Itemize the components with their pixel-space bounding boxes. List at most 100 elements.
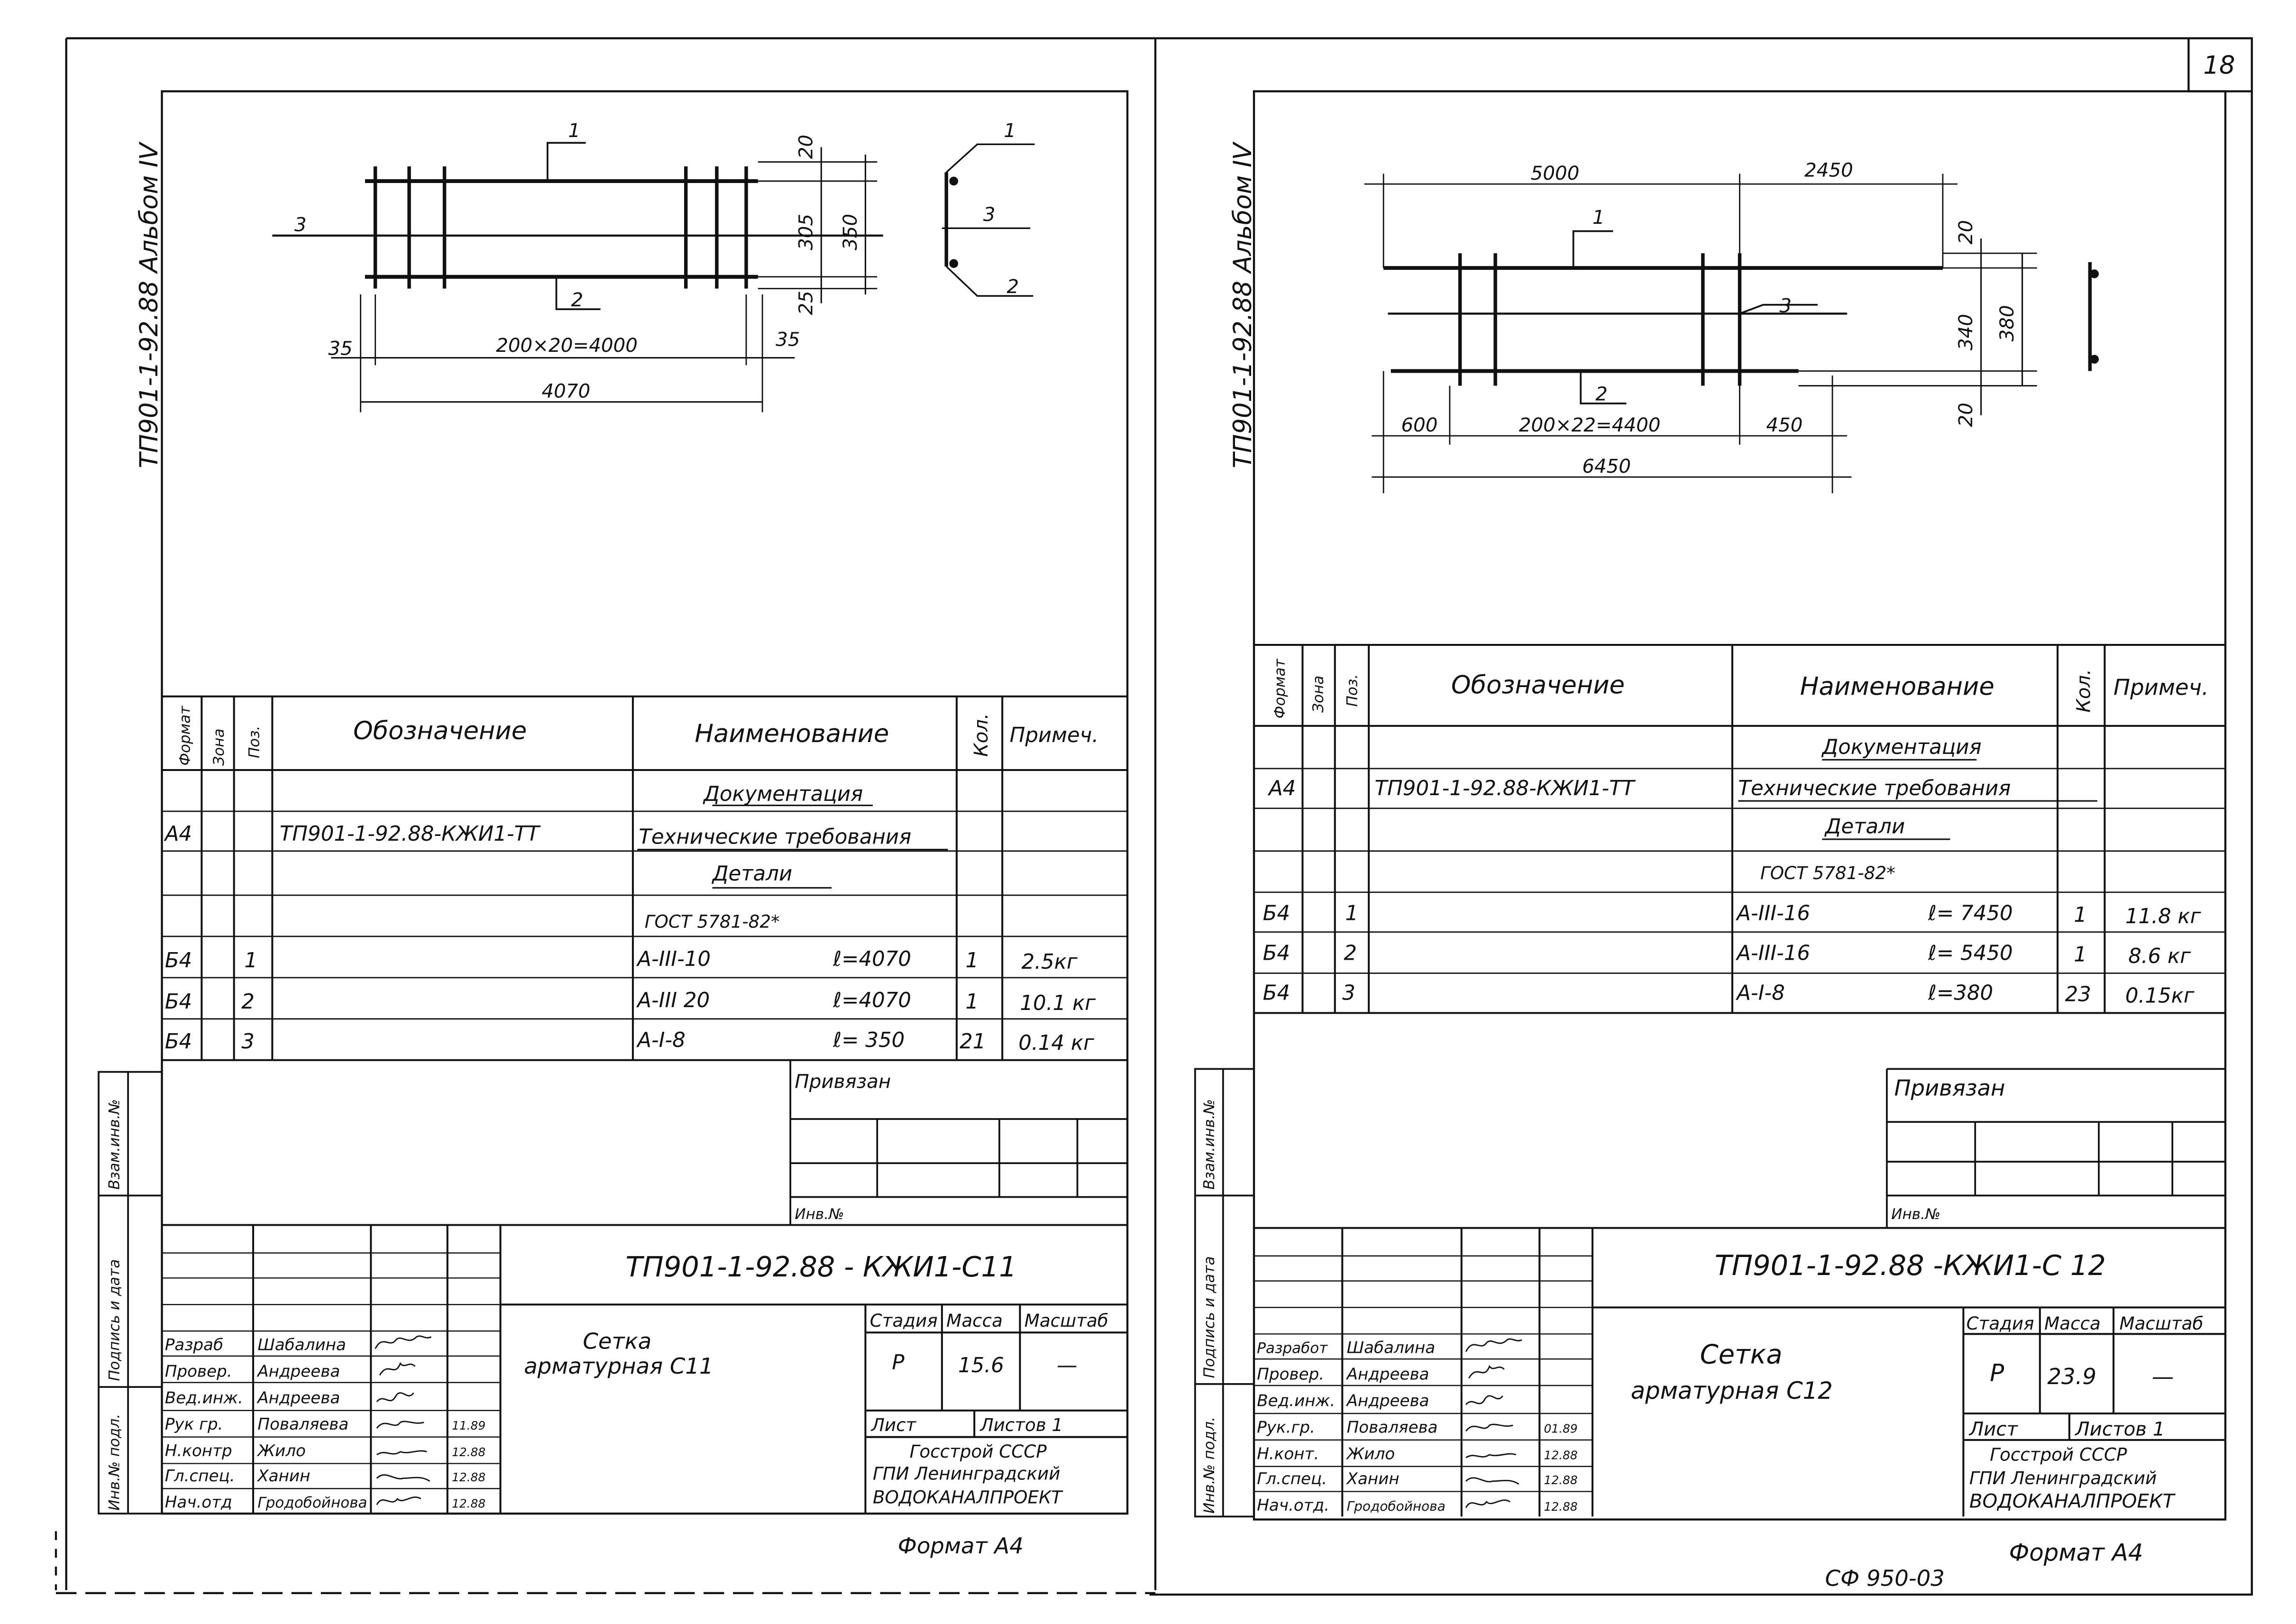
sheet-1: ТП901-1-92.88 Альбом IV bbox=[98, 119, 1128, 1559]
title-code: ТП901-1-92.88 - КЖИ1-С11 bbox=[625, 1250, 1016, 1283]
sheet-2-spec-table bbox=[1254, 644, 2226, 1014]
staff-name: Шабалина bbox=[1347, 1339, 1436, 1358]
spec-cell-name: ГОСТ 5781-82* bbox=[645, 911, 780, 932]
org-line: Госстрой СССР bbox=[910, 1441, 1047, 1462]
sheet-1-side-label: ТП901-1-92.88 Альбом IV bbox=[135, 141, 164, 468]
staff-name: Поваляева bbox=[257, 1415, 348, 1434]
staff-role: Нач.отд bbox=[165, 1493, 232, 1512]
dim-label: 340 bbox=[1955, 314, 1977, 350]
spec-cell-format: Б4 bbox=[165, 949, 192, 973]
side-stamp-label: Взам.инв.№ bbox=[1201, 1099, 1218, 1190]
staff-role: Рук гр. bbox=[165, 1415, 223, 1434]
spec-header: Формат bbox=[1271, 659, 1289, 719]
sheet-1-title-block bbox=[162, 1224, 1128, 1514]
staff-name: Шабалина bbox=[257, 1335, 346, 1354]
sheet-2: ТП901-1-92.88 Альбом IV 5000 bbox=[1194, 141, 2226, 1567]
spec-cell-name: Технические требования bbox=[639, 825, 911, 849]
dim-label: 350 bbox=[839, 214, 861, 250]
spec-cell-qty: 21 bbox=[960, 1030, 986, 1054]
title-name-line2: арматурная С12 bbox=[1631, 1377, 1833, 1404]
staff-name: Андреева bbox=[1346, 1365, 1429, 1384]
spec-cell-name: А-III-16 bbox=[1735, 942, 1810, 965]
spec-cell-name: А-I-8 bbox=[636, 1028, 686, 1052]
sheet-1-drawing-labels: 1 2 3 35 200×20=4000 35 4070 20 305 350 … bbox=[294, 119, 1019, 403]
side-stamp-label: Инв.№ подл. bbox=[1201, 1417, 1218, 1514]
side-stamp-label: Подпись и дата bbox=[1201, 1256, 1218, 1378]
staff-date: 12.88 bbox=[1544, 1448, 1578, 1462]
spec-cell-note: 0.15кг bbox=[2125, 984, 2195, 1008]
dim-label: 380 bbox=[1996, 305, 2018, 341]
dim-label: 5000 bbox=[1531, 162, 1580, 184]
spec-cell-length: ℓ=4070 bbox=[832, 989, 911, 1012]
staff-role: Вед.инж. bbox=[1257, 1391, 1335, 1410]
format-label: Формат А4 bbox=[2009, 1539, 2143, 1567]
spec-header: Примеч. bbox=[2113, 675, 2209, 700]
org-line: ВОДОКАНАЛПРОЕКТ bbox=[873, 1486, 1063, 1507]
spec-header: Формат bbox=[176, 706, 193, 766]
pos-label: 3 bbox=[983, 203, 996, 226]
spec-header: Обозначение bbox=[353, 716, 527, 745]
col-label-stage: Стадия bbox=[870, 1310, 938, 1331]
dim-label: 305 bbox=[795, 214, 817, 250]
spec-cell-name: Детали bbox=[712, 862, 793, 886]
pos-label: 3 bbox=[294, 214, 307, 236]
spec-cell-qty: 1 bbox=[2074, 903, 2087, 927]
staff-name: Андреева bbox=[256, 1362, 340, 1381]
spec-cell-designation: ТП901-1-92.88-КЖИ1-ТТ bbox=[280, 822, 541, 846]
stage-value: Р bbox=[1990, 1359, 2004, 1387]
spec-cell-note: 11.8 кг bbox=[2125, 905, 2202, 928]
staff-name: Жило bbox=[256, 1441, 306, 1460]
sheet-1-signatures bbox=[375, 1335, 432, 1505]
sheet-2-mesh-drawing bbox=[1364, 174, 2099, 494]
spec-cell-name: Технические требования bbox=[1738, 777, 2011, 800]
pos-label: 3 bbox=[1779, 294, 1792, 317]
staff-role: Н.контр bbox=[165, 1441, 232, 1460]
col-label-stage: Стадия bbox=[1967, 1313, 2034, 1334]
dim-label: 600 bbox=[1401, 414, 1437, 436]
staff-date: 12.88 bbox=[1544, 1500, 1578, 1514]
pos-label: 1 bbox=[1004, 119, 1016, 142]
spec-cell-format: Б4 bbox=[1263, 981, 1290, 1005]
spec-cell-length: ℓ= 350 bbox=[832, 1028, 905, 1052]
spec-cell-format: Б4 bbox=[165, 1030, 192, 1054]
staff-date: 12.88 bbox=[452, 1497, 485, 1511]
staff-role: Н.конт. bbox=[1257, 1444, 1319, 1463]
staff-name: Андреева bbox=[256, 1388, 340, 1407]
sheet-1-side-stamp bbox=[98, 1071, 163, 1515]
spec-cell-length: ℓ=4070 bbox=[832, 947, 911, 971]
title-name-line2: арматурная С11 bbox=[524, 1353, 713, 1379]
page-number: 18 bbox=[2203, 51, 2235, 80]
spec-cell-name: А-III-16 bbox=[1735, 902, 1810, 926]
org-line: ВОДОКАНАЛПРОЕКТ bbox=[1969, 1490, 2176, 1513]
mass-value: 23.9 bbox=[2047, 1364, 2096, 1389]
spec-cell-format: А4 bbox=[1267, 777, 1296, 800]
staff-date: 11.89 bbox=[452, 1419, 485, 1432]
side-stamp-label: Взам.инв.№ bbox=[106, 1099, 123, 1190]
side-stamp-label: Подпись и дата bbox=[106, 1259, 123, 1381]
spec-cell-qty: 1 bbox=[966, 990, 979, 1014]
dim-label: 20 bbox=[1955, 220, 1977, 244]
staff-date: 12.88 bbox=[1544, 1473, 1578, 1487]
sheet-1-binding-stamp bbox=[789, 1060, 1128, 1225]
spec-cell-name: А-I-8 bbox=[1735, 981, 1785, 1005]
spec-cell-note: 0.14 кг bbox=[1018, 1031, 1095, 1055]
spec-cell-pos: 2 bbox=[241, 990, 255, 1014]
dim-label: 200×20=4000 bbox=[496, 334, 638, 357]
sheet-1-spec-headers: Формат Зона Поз. Обозначение Наименовани… bbox=[176, 706, 1098, 766]
spec-cell-name: А-III-10 bbox=[636, 947, 711, 971]
side-stamp-label: Инв.№ подл. bbox=[106, 1414, 123, 1511]
spec-header: Кол. bbox=[2072, 669, 2095, 713]
sheet-label: Лист bbox=[1968, 1418, 2019, 1440]
org-line: Госстрой СССР bbox=[1990, 1444, 2127, 1465]
staff-role: Провер. bbox=[165, 1362, 232, 1381]
staff-name: Жило bbox=[1346, 1444, 1395, 1463]
spec-cell-format: Б4 bbox=[165, 990, 192, 1014]
spec-cell-note: 8.6 кг bbox=[2128, 945, 2191, 968]
spec-header: Обозначение bbox=[1451, 671, 1625, 700]
spec-header: Кол. bbox=[970, 713, 992, 757]
spec-cell-format: Б4 bbox=[1263, 942, 1290, 965]
dim-label: 2450 bbox=[1804, 159, 1853, 182]
title-name-line1: Сетка bbox=[1700, 1339, 1783, 1370]
staff-date: 12.88 bbox=[452, 1445, 485, 1459]
col-label-scale: Масштаб bbox=[1025, 1310, 1108, 1331]
